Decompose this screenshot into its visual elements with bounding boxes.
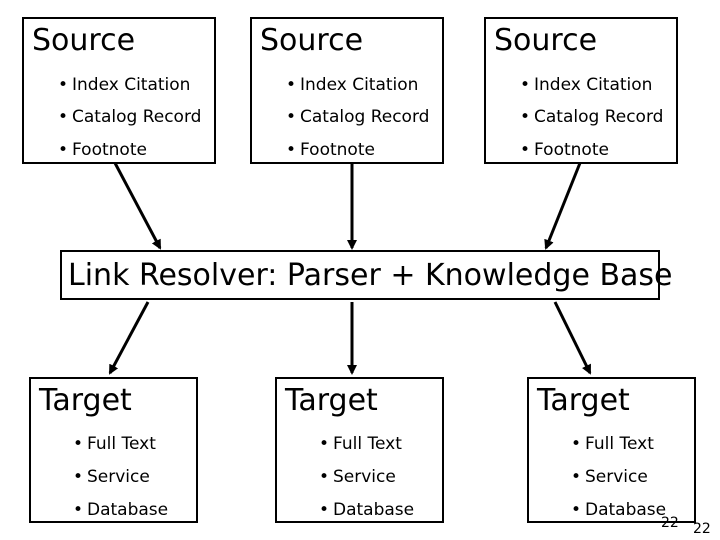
arrow-resolver-to-target-1	[108, 301, 150, 375]
target-box-1: Target •Full Text •Service •Database	[29, 377, 198, 523]
source-title: Source	[494, 23, 598, 58]
source-item: •Catalog Record	[58, 107, 202, 127]
page-number: 22	[661, 515, 679, 531]
source-item: •Footnote	[520, 140, 609, 160]
arrow-source-3-to-resolver	[544, 162, 582, 250]
target-item: •Full Text	[319, 434, 402, 454]
target-title: Target	[39, 383, 132, 418]
target-item: •Service	[571, 467, 648, 487]
arrow-source-1-to-resolver	[113, 162, 162, 250]
source-item: •Catalog Record	[286, 107, 430, 127]
source-item: •Footnote	[58, 140, 147, 160]
target-item: •Database	[571, 500, 667, 520]
target-item: •Database	[319, 500, 415, 520]
source-box-2: Source •Index Citation •Catalog Record •…	[250, 17, 444, 164]
link-resolver-label: Link Resolver: Parser + Knowledge Base	[68, 258, 673, 293]
source-item: •Footnote	[286, 140, 375, 160]
source-item: •Index Citation	[58, 75, 191, 95]
target-item: •Full Text	[73, 434, 156, 454]
target-item: •Database	[73, 500, 169, 520]
target-title: Target	[285, 383, 378, 418]
page-number: 22	[693, 521, 711, 537]
source-title: Source	[260, 23, 364, 58]
target-box-2: Target •Full Text •Service •Database	[275, 377, 444, 523]
arrow-resolver-to-target-3	[553, 301, 592, 375]
source-title: Source	[32, 23, 136, 58]
source-box-1: Source •Index Citation •Catalog Record •…	[22, 17, 216, 164]
source-box-3: Source •Index Citation •Catalog Record •…	[484, 17, 678, 164]
target-box-3: Target •Full Text •Service •Database	[527, 377, 696, 523]
target-item: •Service	[319, 467, 396, 487]
link-resolver-box: Link Resolver: Parser + Knowledge Base	[60, 250, 673, 300]
target-item: •Full Text	[571, 434, 654, 454]
source-item: •Index Citation	[286, 75, 419, 95]
source-item: •Catalog Record	[520, 107, 664, 127]
target-item: •Service	[73, 467, 150, 487]
target-title: Target	[537, 383, 630, 418]
source-item: •Index Citation	[520, 75, 653, 95]
